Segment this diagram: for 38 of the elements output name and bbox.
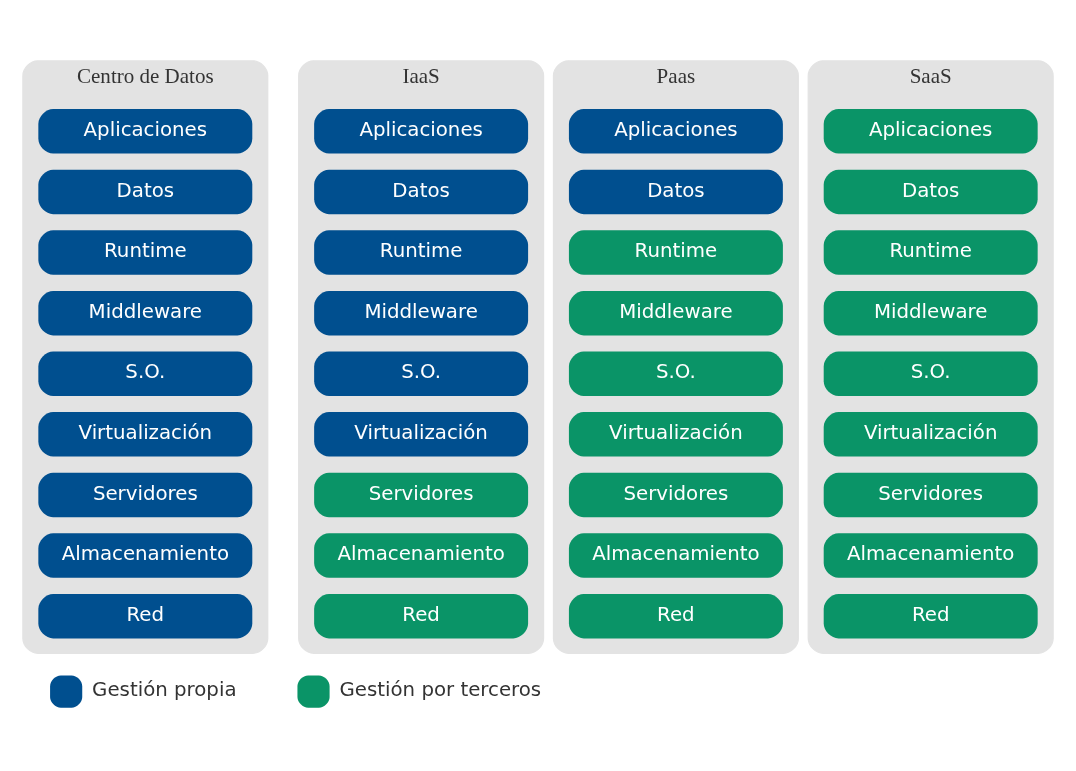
node-box: Almacenamiento — [314, 533, 529, 578]
node-box: Red — [823, 593, 1038, 639]
node-box: Virtualización — [314, 412, 529, 457]
node-box: Red — [314, 593, 529, 639]
node-box: Virtualización — [38, 412, 253, 457]
node-box: Runtime — [38, 230, 253, 275]
node-box: Middleware — [314, 290, 529, 336]
node-box: Red — [38, 593, 253, 639]
node-box: Red — [568, 593, 783, 639]
node-box: Aplicaciones — [568, 109, 783, 154]
node-box: Servidores — [823, 472, 1038, 518]
node-box: Aplicaciones — [38, 109, 253, 154]
node-box: Middleware — [568, 290, 783, 336]
node-box: Datos — [568, 169, 783, 215]
node-box: S.O. — [823, 351, 1038, 396]
node-box: Virtualización — [823, 412, 1038, 457]
node-box: Runtime — [568, 230, 783, 275]
node-box: Almacenamiento — [823, 533, 1038, 578]
node-box: Middleware — [823, 290, 1038, 336]
node-box: Datos — [314, 169, 529, 215]
node-box: Virtualización — [568, 412, 783, 457]
node-box: S.O. — [568, 351, 783, 396]
node-box: Almacenamiento — [38, 533, 253, 578]
node-box: Runtime — [314, 230, 529, 275]
legend-label: Gestión por terceros — [339, 678, 542, 702]
node-box: Datos — [823, 169, 1038, 215]
node-box: S.O. — [314, 351, 529, 396]
legend-label: Gestión propia — [92, 678, 237, 702]
node-box: Aplicaciones — [314, 109, 529, 154]
node-box: Servidores — [314, 472, 529, 518]
node-box: Servidores — [38, 472, 253, 518]
node-box: S.O. — [38, 351, 253, 396]
node-box: Runtime — [823, 230, 1038, 275]
node-box: Datos — [38, 169, 253, 215]
node-box: Servidores — [568, 472, 783, 518]
node-box: Almacenamiento — [568, 533, 783, 578]
node-box: Aplicaciones — [823, 109, 1038, 154]
node-box: Middleware — [38, 290, 253, 336]
